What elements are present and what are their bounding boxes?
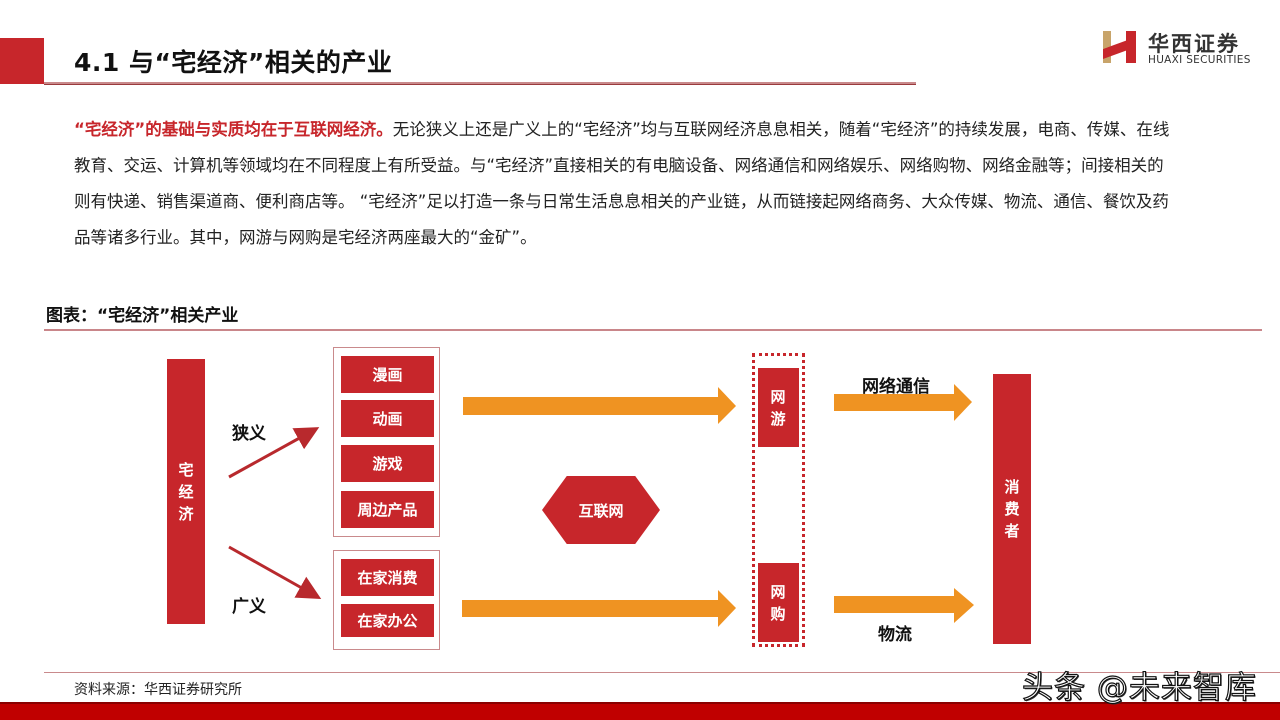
intro-lead: “宅经济”的基础与实质均在于互联网经济。 (74, 120, 393, 139)
intro-body: 无论狭义上还是广义上的“宅经济”均与互联网经济息息相关，随着“宅经济”的持续发展… (74, 120, 1170, 247)
broad-items-group: 在家消费 在家办公 (333, 550, 440, 650)
orange-arrow-bottom-left (462, 590, 736, 627)
orange-arrow-top-left (463, 387, 736, 424)
logo-name-en: HUAXI SECURITIES (1148, 54, 1251, 66)
intro-paragraph: “宅经济”的基础与实质均在于互联网经济。无论狭义上还是广义上的“宅经济”均与互联… (74, 112, 1174, 256)
narrow-items-group: 漫画 动画 游戏 周边产品 (333, 347, 440, 537)
online-segments-box: 网游 网购 (752, 353, 805, 647)
broad-arrow (228, 545, 322, 599)
root-label: 宅经济 (178, 460, 194, 523)
online-shopping-label: 网购 (770, 582, 786, 623)
item-online-shopping: 网购 (758, 563, 799, 642)
figure-divider (44, 329, 1262, 331)
item-games: 游戏 (341, 445, 434, 482)
channel-logistics: 物流 (878, 625, 912, 645)
logo-name-cn: 华西证券 (1148, 31, 1240, 56)
page-title: 4.1 与“宅经济”相关的产业 (74, 48, 393, 77)
watermark: 头条 @未来智库 (1021, 669, 1257, 706)
internet-hub: 互联网 (542, 476, 660, 544)
figure-title: 图表：“宅经济”相关产业 (46, 306, 239, 326)
broad-sense-label: 广义 (232, 597, 266, 617)
consumer-target: 消费者 (993, 374, 1031, 644)
narrow-sense-label: 狭义 (232, 424, 266, 444)
footer-bar (0, 702, 1280, 720)
item-online-games: 网游 (758, 368, 799, 447)
source-note: 资料来源：华西证券研究所 (74, 682, 242, 698)
item-merchandise: 周边产品 (341, 491, 434, 528)
online-games-label: 网游 (770, 387, 786, 428)
header-accent-block (0, 38, 44, 84)
root-zhai-economy: 宅经济 (167, 359, 205, 624)
item-home-office: 在家办公 (341, 604, 434, 637)
channel-network-comm: 网络通信 (862, 377, 930, 397)
source-divider (44, 672, 1280, 673)
header-divider (44, 82, 916, 85)
consumer-label: 消费者 (1004, 478, 1020, 540)
item-home-consumption: 在家消费 (341, 559, 434, 596)
huaxi-logo: 华西证券 HUAXI SECURITIES (1102, 28, 1262, 68)
orange-arrow-bottom-right (834, 588, 974, 623)
item-comics: 漫画 (341, 356, 434, 393)
huaxi-logo-icon (1103, 31, 1136, 63)
item-animation: 动画 (341, 400, 434, 437)
